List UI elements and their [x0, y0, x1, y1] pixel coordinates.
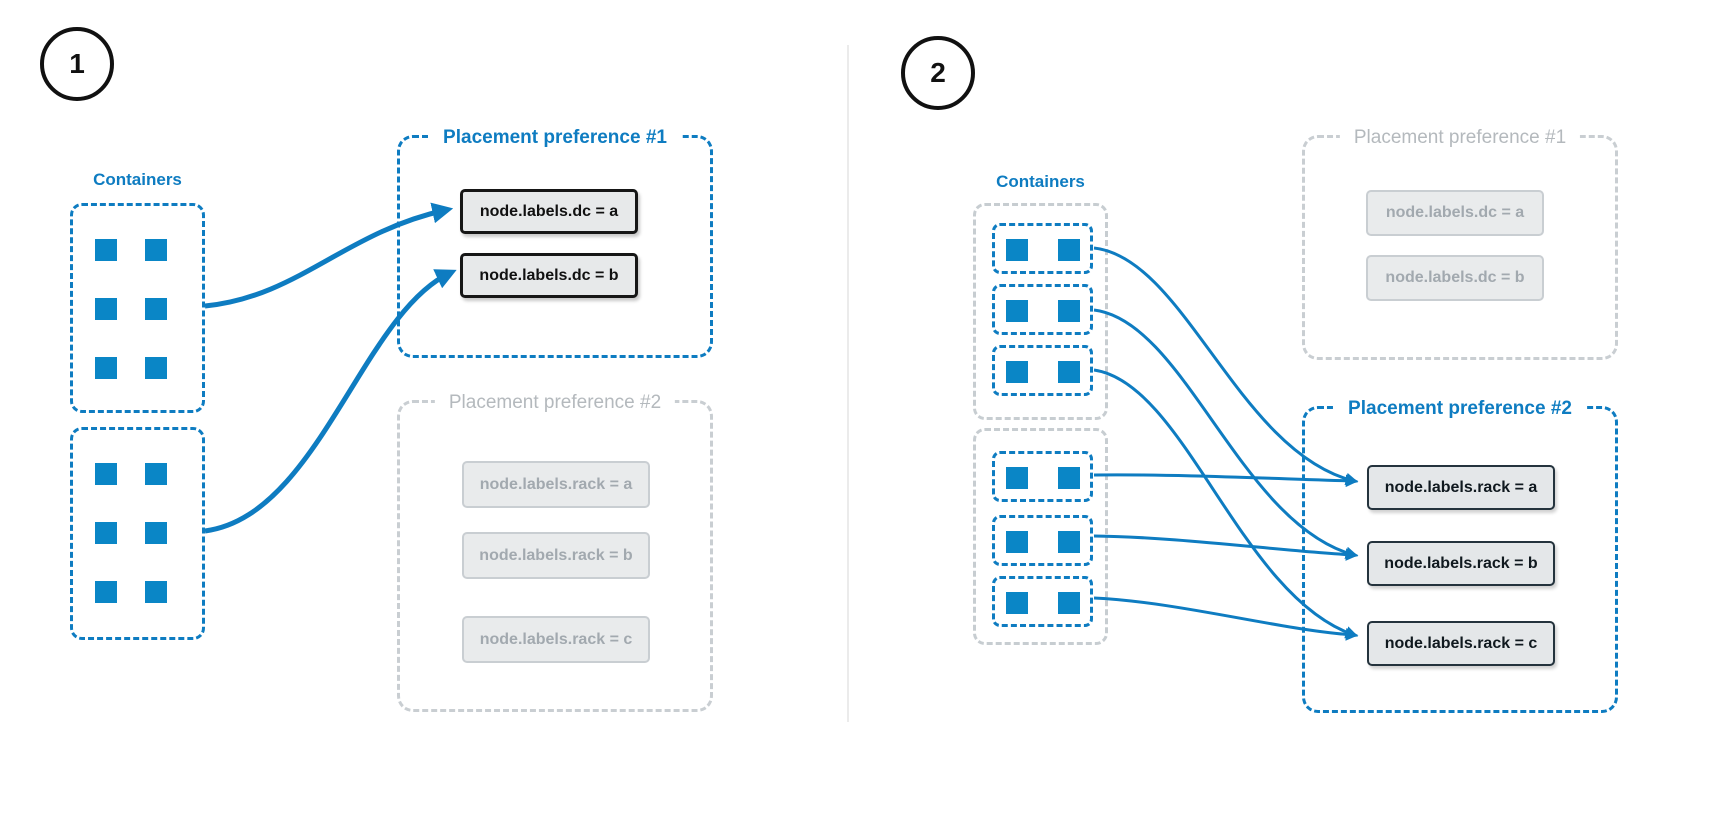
container-square-icon — [1005, 467, 1028, 489]
option-rack-a-left: node.labels.rack = a — [462, 461, 650, 508]
container-square-icon — [1057, 361, 1080, 383]
step-badge-1: 1 — [40, 27, 114, 101]
container-square-icon — [95, 239, 117, 261]
container-square-icon — [145, 522, 167, 544]
placement-preference-2-right: Placement preference #2 node.labels.rack… — [1302, 395, 1618, 713]
container-group-2 — [70, 427, 205, 640]
container-square-icon — [1057, 531, 1080, 553]
container-square-icon — [1005, 361, 1028, 383]
containers-label-right: Containers — [996, 172, 1085, 191]
placement-preference-1-left: Placement preference #1 node.labels.dc =… — [397, 124, 713, 358]
container-square-icon — [95, 357, 117, 379]
container-square-icon — [1057, 239, 1080, 261]
option-rack-a-right: node.labels.rack = a — [1367, 465, 1555, 510]
containers-label-left: Containers — [93, 170, 182, 189]
panel-divider — [847, 45, 849, 722]
step-badge-2: 2 — [901, 36, 975, 110]
container-square-icon — [1057, 300, 1080, 322]
container-subgroup-1 — [992, 223, 1093, 274]
container-group-3 — [973, 203, 1108, 420]
container-subgroup-3 — [992, 345, 1093, 396]
container-subgroup-2 — [992, 284, 1093, 335]
container-square-icon — [1005, 300, 1028, 322]
option-rack-b-left: node.labels.rack = b — [462, 532, 650, 579]
container-square-icon — [95, 581, 117, 603]
container-square-icon — [145, 581, 167, 603]
option-rack-c-right: node.labels.rack = c — [1367, 621, 1555, 666]
container-square-icon — [95, 463, 117, 485]
step-badge-2-number: 2 — [930, 57, 946, 88]
option-dc-a-right: node.labels.dc = a — [1366, 190, 1544, 236]
container-square-icon — [1005, 239, 1028, 261]
option-dc-b-left: node.labels.dc = b — [460, 253, 638, 298]
container-square-icon — [1057, 592, 1080, 614]
option-rack-c-left: node.labels.rack = c — [462, 616, 650, 663]
step-badge-1-number: 1 — [69, 48, 85, 79]
placement-preference-1-right: Placement preference #1 node.labels.dc =… — [1302, 124, 1618, 360]
container-square-icon — [95, 522, 117, 544]
container-group-1 — [70, 203, 205, 413]
container-square-icon — [95, 298, 117, 320]
container-square-icon — [1005, 592, 1028, 614]
container-subgroup-6 — [992, 576, 1093, 627]
container-subgroup-4 — [992, 451, 1093, 502]
placement-preference-2-left-title: Placement preference #2 — [434, 389, 676, 416]
container-square-icon — [145, 298, 167, 320]
option-dc-b-right: node.labels.dc = b — [1366, 255, 1544, 301]
option-dc-a-left: node.labels.dc = a — [460, 189, 638, 234]
placement-preference-1-right-title: Placement preference #1 — [1339, 124, 1581, 151]
container-square-icon — [145, 463, 167, 485]
container-square-icon — [145, 357, 167, 379]
container-square-icon — [145, 239, 167, 261]
placement-preference-1-left-title: Placement preference #1 — [429, 124, 681, 151]
container-subgroup-5 — [992, 515, 1093, 566]
container-square-icon — [1005, 531, 1028, 553]
placement-preference-2-right-title: Placement preference #2 — [1334, 395, 1586, 422]
container-group-4 — [973, 428, 1108, 645]
option-rack-b-right: node.labels.rack = b — [1367, 541, 1555, 586]
container-square-icon — [1057, 467, 1080, 489]
placement-preference-2-left: Placement preference #2 node.labels.rack… — [397, 389, 713, 712]
